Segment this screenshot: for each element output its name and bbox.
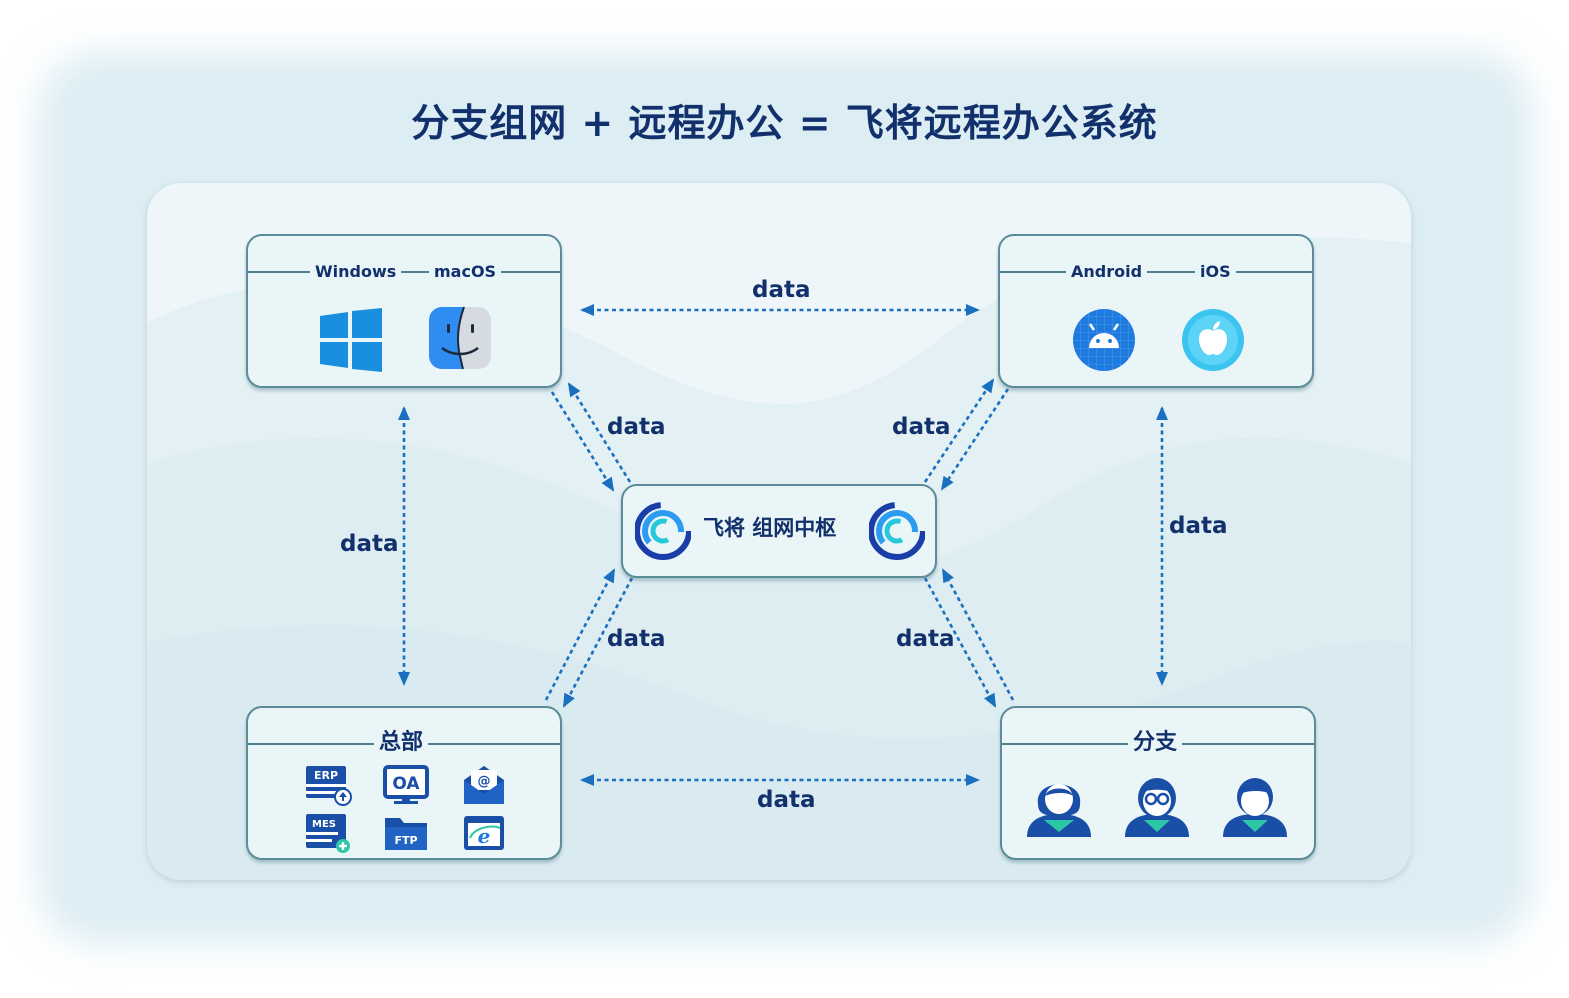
erp-text: ERP [314,769,338,782]
browser-icon: e [464,816,504,850]
feijiang-logo-icon [869,502,925,560]
apple-icon [1182,309,1244,371]
erp-icon: ERP [306,766,352,806]
data-label-right: data [1169,513,1228,539]
hub-card: 飞将 组网中枢 [621,484,937,578]
data-label-left: data [340,531,399,557]
user-male-icon [1223,778,1287,837]
windows-label: Windows [310,261,402,283]
arrow-diag-bl-a [544,568,616,701]
arrow-diag-br-b [941,568,1015,701]
user-glasses-icon [1125,778,1189,837]
hub-label: 飞将 组网中枢 [703,516,837,540]
card-header: Windows macOS [248,258,560,286]
windows-logo-icon [320,308,382,372]
arrow-diag-bl-b [562,577,634,708]
feijiang-logo-icon [635,502,691,560]
arrow-diag-tr-a [923,378,995,483]
branch-card: 分支 [1000,706,1316,860]
user-female-icon [1027,784,1091,837]
macos-finder-icon [429,306,491,370]
ios-label: iOS [1195,261,1236,283]
oa-text: OA [392,774,420,794]
arrow-diag-br-a [923,577,997,708]
data-label-top: data [752,277,811,303]
email-icon: @ [464,766,504,804]
macos-label: macOS [429,261,502,283]
arrow-diag-tr-b [940,388,1010,491]
card-header: 分支 [1002,729,1314,758]
oa-icon: OA [383,765,429,804]
mes-icon: MES [306,814,350,853]
data-label-diag-top-left: data [607,414,666,440]
svg-text:e: e [478,824,491,848]
svg-text:@: @ [478,774,491,789]
data-label-diag-bottom-left: data [607,626,666,652]
data-label-bottom: data [757,787,816,813]
mobile-os-card: Android iOS [998,234,1314,388]
card-header: Android iOS [1000,258,1312,286]
data-label-diag-bottom-right: data [896,626,955,652]
mes-text: MES [312,819,336,830]
card-header: 总部 [248,729,560,758]
headquarters-card: 总部 ERP OA @ MES FTP e [246,706,562,860]
branch-label: 分支 [1128,729,1183,757]
headquarters-label: 总部 [374,729,429,757]
data-label-diag-top-right: data [892,414,951,440]
desktop-os-card: Windows macOS [246,234,562,388]
android-label: Android [1066,261,1148,283]
ftp-icon: FTP [385,818,427,850]
page-title: 分支组网 + 远程办公 = 飞将远程办公系统 [411,101,1158,145]
android-icon [1073,309,1135,371]
ftp-text: FTP [394,834,417,847]
